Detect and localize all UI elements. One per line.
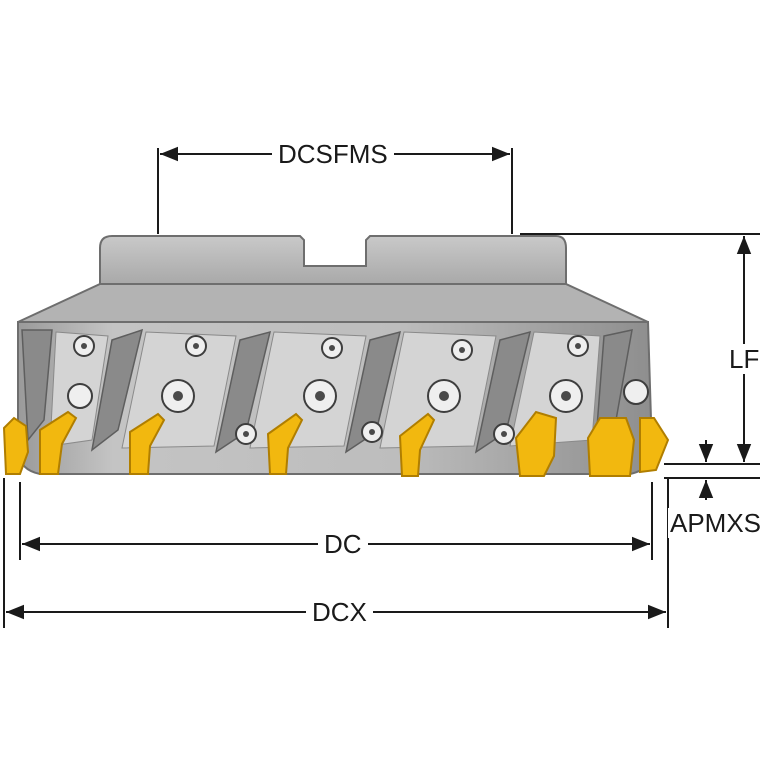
dcx-label: DCX bbox=[306, 597, 373, 627]
cutting-inserts bbox=[2, 410, 670, 477]
insert-5 bbox=[398, 412, 436, 477]
insert-3 bbox=[129, 412, 166, 475]
extension-lines bbox=[3, 148, 760, 628]
cutter-shoulder bbox=[17, 283, 649, 323]
insert-4 bbox=[266, 412, 304, 475]
insert-1 bbox=[2, 416, 30, 475]
dc-label: DC bbox=[318, 529, 368, 559]
insert-6 bbox=[514, 410, 558, 477]
cutter-body bbox=[17, 321, 654, 475]
cutter-hub bbox=[99, 235, 567, 285]
lf-label: LF bbox=[723, 344, 766, 374]
dcsfms-label: DCSFMS bbox=[272, 139, 394, 169]
insert-7 bbox=[586, 417, 636, 477]
insert-8 bbox=[639, 417, 670, 474]
insert-2 bbox=[39, 410, 78, 475]
apmxs-label: APMXS bbox=[668, 508, 764, 538]
